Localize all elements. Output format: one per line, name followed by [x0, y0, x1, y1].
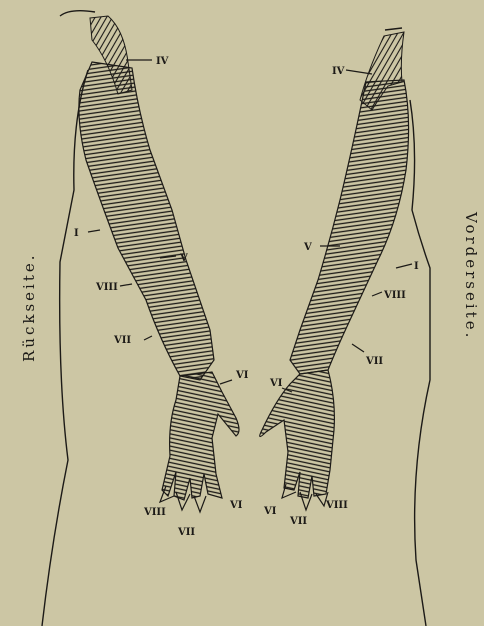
right-arm-shading — [290, 80, 409, 374]
label-left-finger-vi: VI — [229, 500, 243, 511]
right-hand-shading — [260, 370, 335, 498]
left-hand-shading — [162, 372, 239, 500]
label-left-iv: IV — [156, 56, 169, 67]
label-right-finger-vii: VII — [289, 516, 307, 527]
label-left-vii: VII — [113, 335, 131, 346]
label-right-v: V — [303, 242, 312, 253]
label-left-finger-viii: VIII — [143, 507, 166, 518]
label-right-finger-vi: VI — [263, 506, 277, 517]
left-arm-shading — [79, 62, 214, 380]
label-right-finger-viii: VIII — [325, 500, 348, 511]
label-left-viii: VIII — [95, 282, 118, 293]
label-left-vi: VI — [235, 370, 249, 381]
side-label-back: Rückseite. — [20, 253, 38, 363]
label-right-vi: VI — [269, 378, 283, 389]
side-label-front: Vorderseite. — [462, 212, 480, 340]
label-right-vii: VII — [365, 356, 383, 367]
label-right-i: I — [414, 261, 419, 272]
label-left-v: V — [179, 253, 188, 264]
label-left-i: I — [74, 228, 79, 239]
label-right-viii: VIII — [383, 290, 406, 301]
label-right-iv: IV — [332, 66, 345, 77]
label-left-finger-vii: VII — [177, 527, 195, 538]
